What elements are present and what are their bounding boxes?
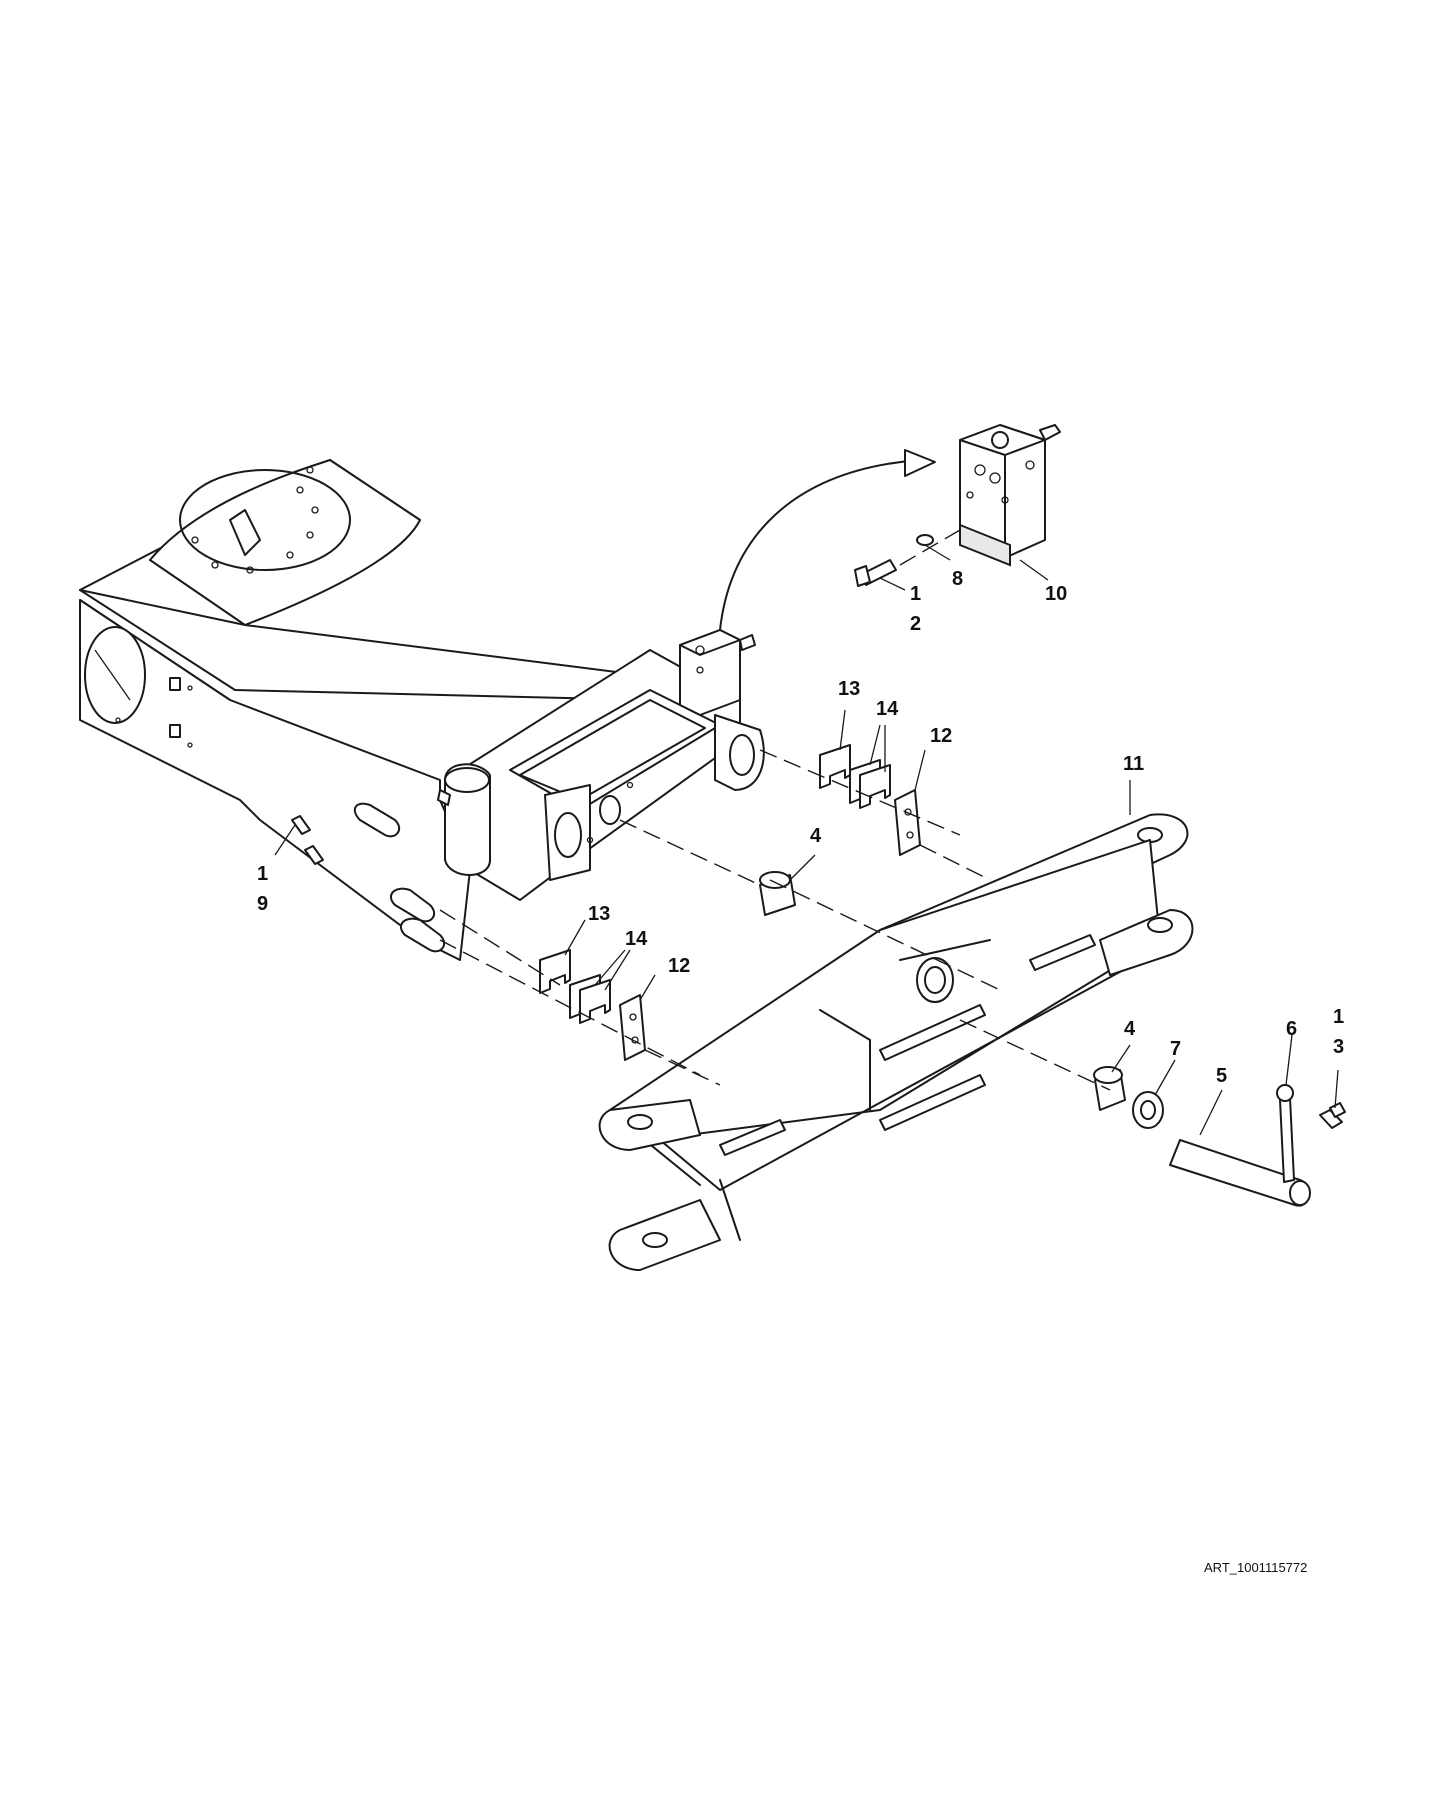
shim-set-upper bbox=[819, 744, 921, 856]
detail-arrow bbox=[719, 449, 936, 631]
leader-lines bbox=[274, 544, 1339, 1136]
bolt-washer-detail bbox=[854, 529, 961, 587]
callout-12-upper: 12 bbox=[930, 725, 952, 747]
callout-10: 10 bbox=[1045, 583, 1067, 605]
callout-4-upper: 4 bbox=[810, 825, 822, 847]
callout-8: 8 bbox=[952, 568, 963, 590]
callout-13-upper: 13 bbox=[838, 678, 860, 700]
bushing-upper bbox=[759, 871, 796, 916]
callout-4-lower: 4 bbox=[1124, 1018, 1136, 1040]
callout-14-upper: 14 bbox=[876, 698, 899, 720]
shim-set-lower bbox=[539, 949, 646, 1061]
callout-11: 11 bbox=[1123, 753, 1144, 775]
callout-1-3-line1: 1 bbox=[1333, 1006, 1344, 1028]
callout-1-2-line1: 1 bbox=[910, 583, 921, 605]
pin-assembly bbox=[1093, 1066, 1346, 1207]
callout-13-lower: 13 bbox=[588, 903, 610, 925]
callout-1-9-line2: 9 bbox=[257, 893, 268, 915]
cylinder-block-detail bbox=[959, 424, 1061, 567]
front-mount-block bbox=[437, 629, 765, 901]
callout-7: 7 bbox=[1170, 1038, 1181, 1060]
callout-1-3-line2: 3 bbox=[1333, 1036, 1344, 1058]
callout-labels: 1 2 8 10 13 14 12 11 4 1 9 13 14 12 4 7 … bbox=[257, 568, 1344, 1087]
callout-6: 6 bbox=[1286, 1018, 1297, 1040]
callout-1-9-line1: 1 bbox=[257, 863, 268, 885]
assembly-centerlines bbox=[439, 749, 1111, 1091]
art-code-label: ART_1001115772 bbox=[1204, 1560, 1307, 1575]
callout-1-2-line2: 2 bbox=[910, 613, 921, 635]
callout-14-lower: 14 bbox=[625, 928, 648, 950]
chassis-frame bbox=[79, 459, 651, 961]
callout-12-lower: 12 bbox=[668, 955, 690, 977]
axle-beam bbox=[598, 813, 1194, 1271]
callout-5: 5 bbox=[1216, 1065, 1227, 1087]
